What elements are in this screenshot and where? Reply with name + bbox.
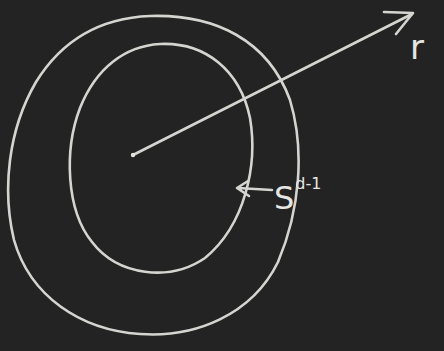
exponent-label: d-1	[295, 176, 321, 192]
inner-circle	[70, 44, 252, 273]
outer-circle	[8, 16, 298, 335]
center-dot	[131, 153, 135, 157]
arrowhead	[384, 12, 413, 34]
radius-label: r	[410, 30, 424, 64]
sphere-label: S	[274, 182, 294, 214]
pointer-arrow	[237, 181, 272, 196]
radius-arrow	[133, 14, 412, 155]
